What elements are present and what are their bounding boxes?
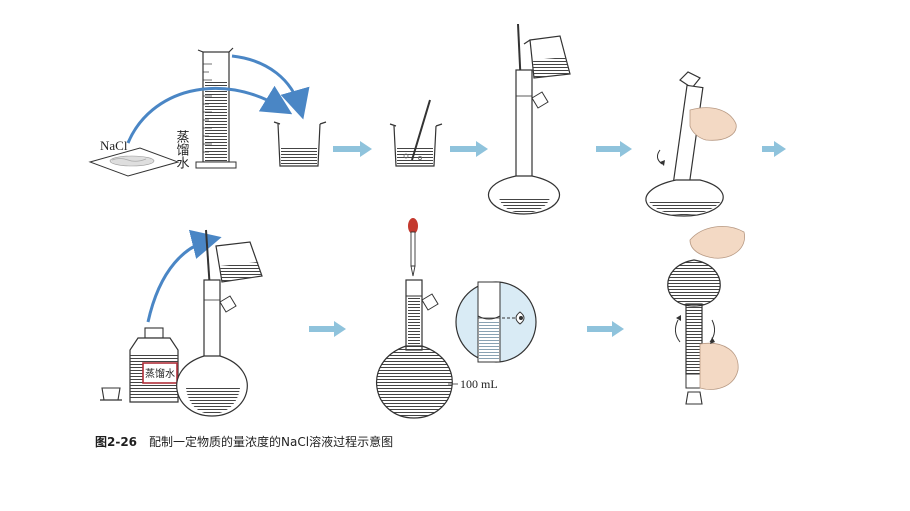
figure-caption: 图2-26 配制一定物质的量浓度的NaCl溶液过程示意图: [95, 433, 393, 450]
bottle-label-text: 蒸馏水: [145, 367, 175, 380]
meniscus-inset: [455, 281, 537, 363]
invert-mix: [667, 226, 745, 405]
step-arrow-6: [587, 321, 624, 337]
nacl-label: NaCl: [100, 138, 128, 153]
top-hand-icon: [689, 226, 745, 259]
step-arrow-1: [333, 141, 372, 157]
beaker-stirring: [389, 99, 443, 167]
dropper-bulb: [408, 218, 418, 234]
add-salt-arrow: [126, 85, 293, 144]
add-water-arrow: [231, 54, 310, 120]
fill-flask: [176, 229, 263, 417]
caption-text: 配制一定物质的量浓度的NaCl溶液过程示意图: [149, 435, 394, 449]
shake-flask: [645, 71, 737, 217]
distilled-water-text: 蒸馏水: [174, 130, 190, 169]
bottle-label-box: [142, 362, 178, 384]
step-arrow-4: [762, 141, 786, 157]
transfer-to-flask: [488, 23, 571, 215]
distilled-water-vertical-label: 蒸馏水: [174, 130, 190, 169]
figure-number: 图2-26: [95, 435, 138, 449]
hand-icon: [689, 107, 737, 141]
graduated-cylinder: [195, 47, 237, 169]
flask-to-mark: [376, 279, 458, 419]
step-arrow-5: [309, 321, 346, 337]
step-arrow-3: [596, 141, 632, 157]
bottle-cap: [100, 387, 122, 401]
beaker-dissolving: [273, 121, 327, 167]
distilled-water-bottle: 蒸馏水: [129, 327, 179, 403]
weighing-paper: [88, 147, 180, 177]
bottom-hand-icon: [699, 342, 739, 390]
volume-label: 100 mL: [460, 377, 498, 391]
step-arrow-2: [450, 141, 488, 157]
dropper: [408, 218, 418, 277]
add-water-arrow-2: [146, 229, 222, 323]
